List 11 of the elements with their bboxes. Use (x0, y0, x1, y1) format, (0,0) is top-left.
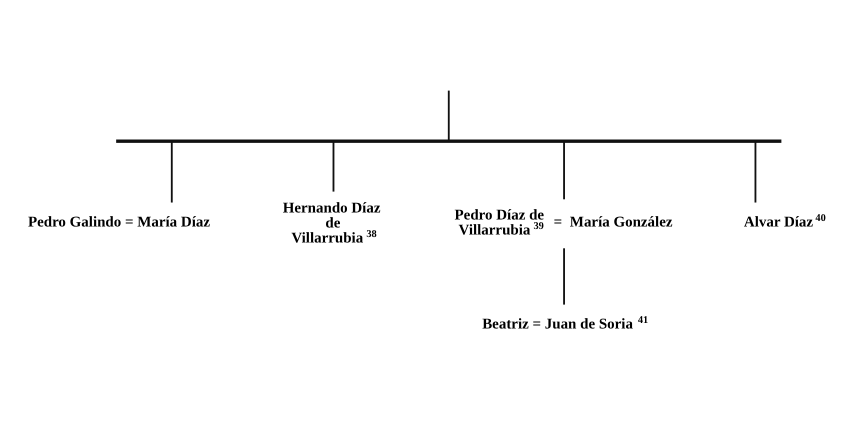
connector (332, 142, 334, 192)
connector (448, 90, 450, 140)
node-text: Alvar Díaz$^{40}$ (744, 212, 826, 230)
node-bar (116, 138, 782, 142)
connector (563, 142, 565, 199)
connector (563, 248, 565, 304)
node-text: Hernando Díaz de Villarrubia$^{38}$ (282, 200, 380, 246)
connector (754, 142, 756, 202)
connector (170, 142, 173, 202)
node-text: Pedro Galindo = María Díaz (28, 214, 210, 230)
node-text: Beatriz = Juan de Soria$^{41}$ (482, 314, 648, 332)
